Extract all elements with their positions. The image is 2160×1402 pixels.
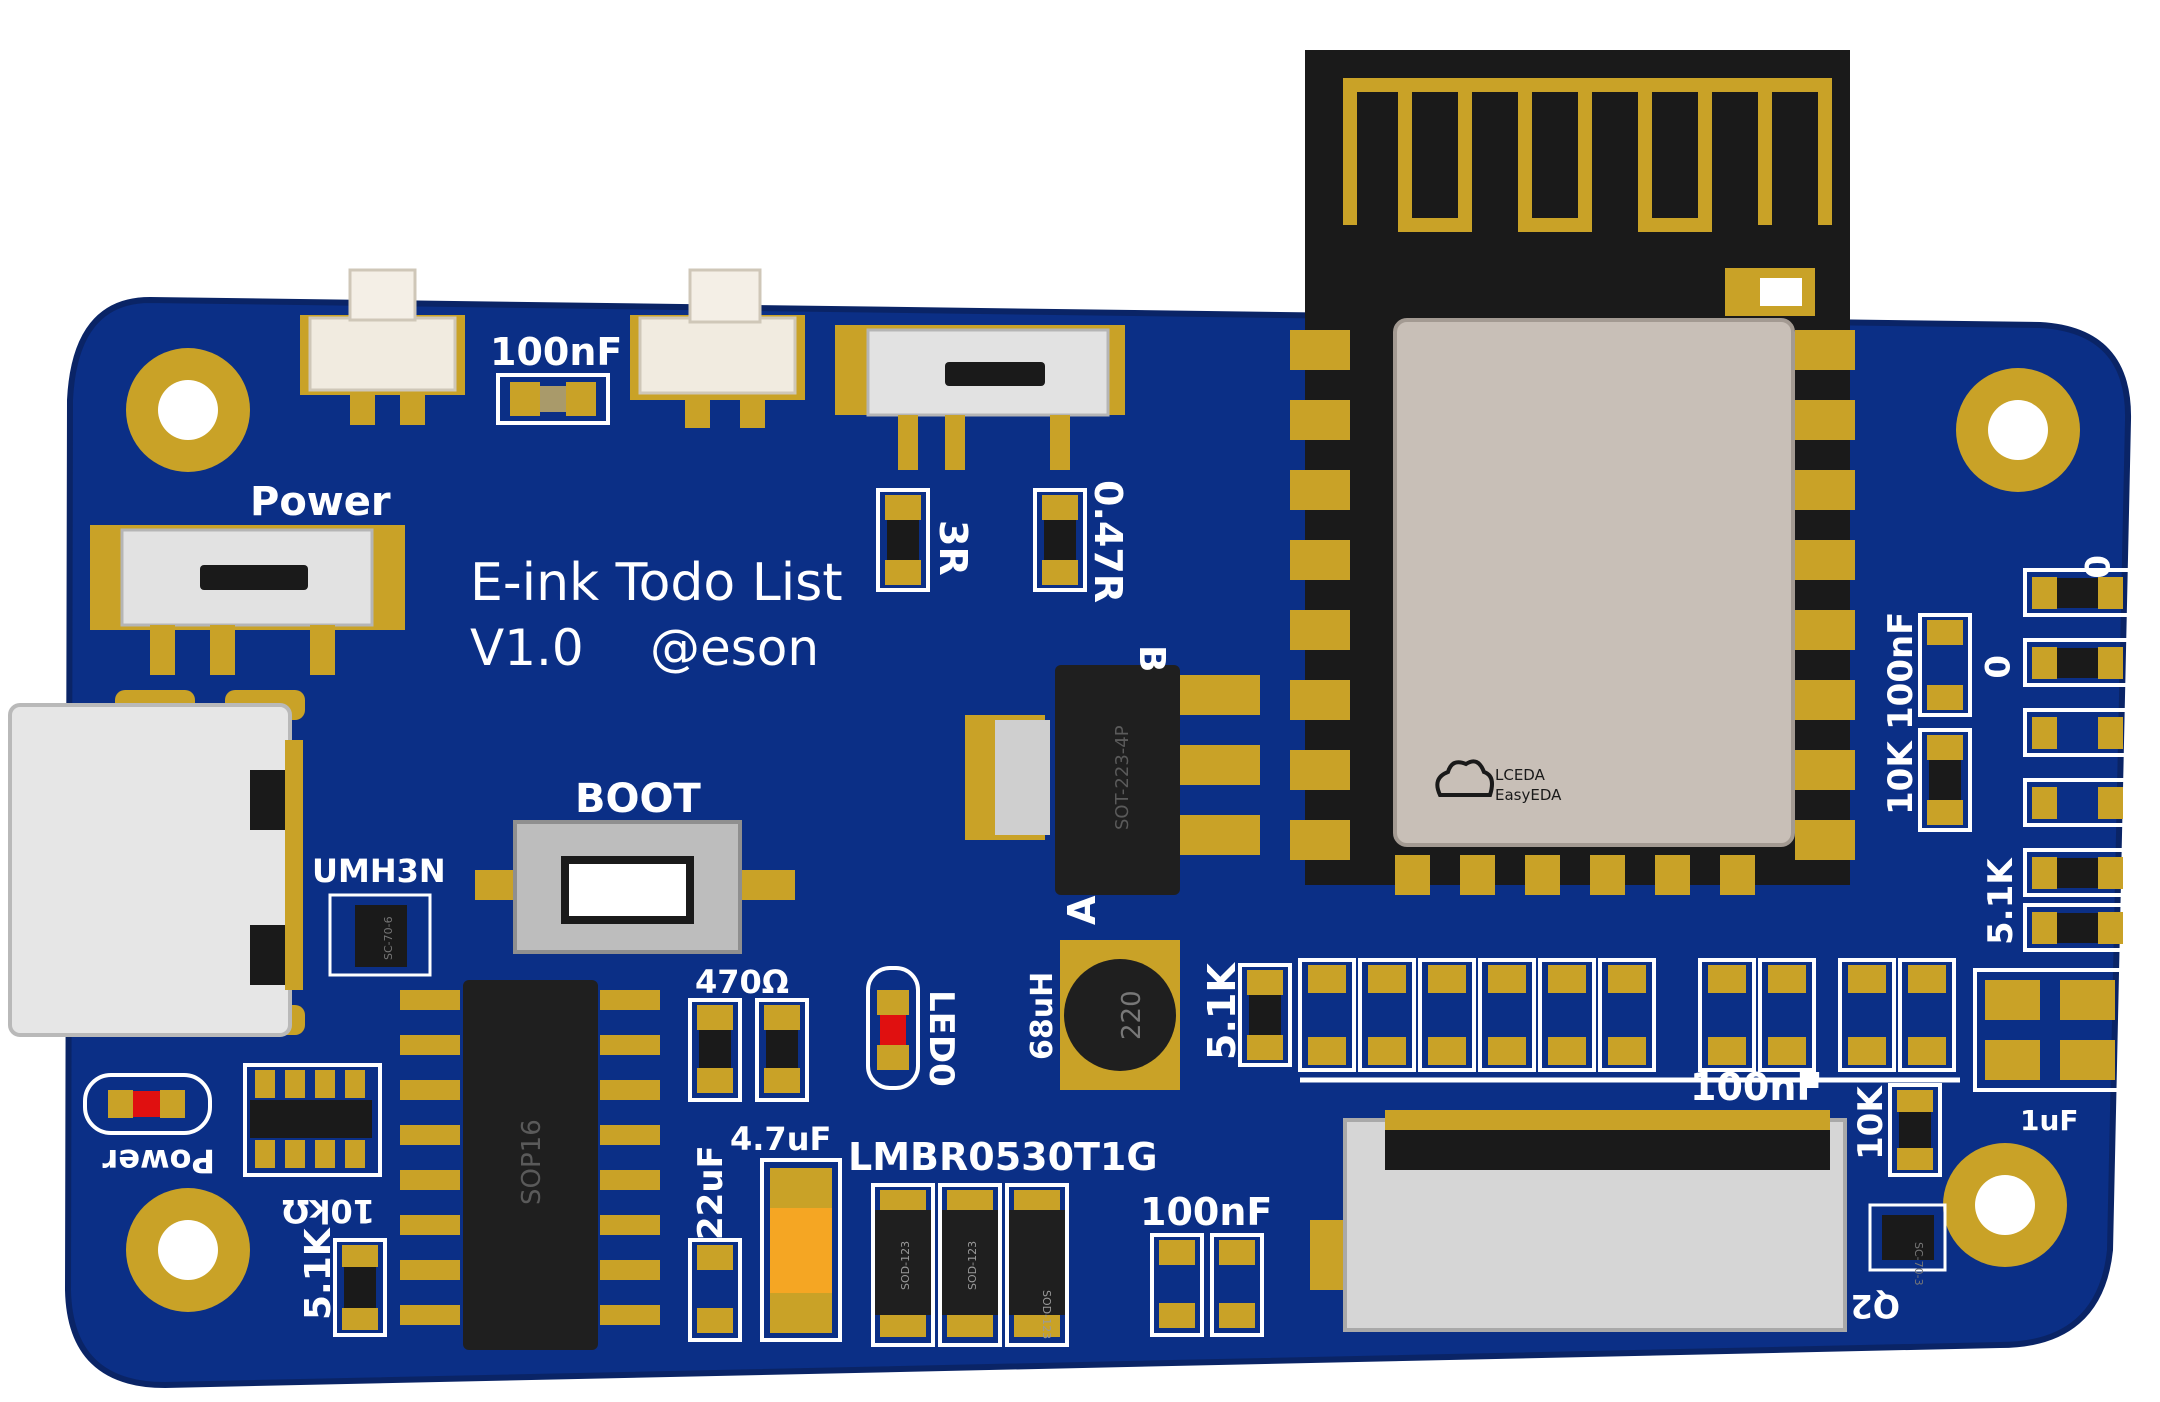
- ic-sop16: [400, 980, 660, 1350]
- mounting-hole-top-left: [126, 348, 250, 472]
- resistor-5k1-left: [333, 1238, 387, 1337]
- res-0-b-label: 0: [1976, 655, 2016, 679]
- module-brand-1: LCEDA: [1495, 766, 1546, 784]
- transistor-q2: [1868, 1203, 1947, 1272]
- res-470-label: 470Ω: [695, 963, 789, 1001]
- resistor-array-10k: [243, 1063, 382, 1177]
- boot-button: [475, 820, 795, 954]
- resistor-10k-right: [1918, 728, 1972, 832]
- umh-label: UMH3N: [312, 852, 446, 890]
- capacitor-1uf: [1973, 968, 2127, 1092]
- tactile-switch-1: [300, 268, 465, 425]
- capacitor-100nf-top: [496, 373, 610, 425]
- led0: [866, 966, 920, 1090]
- cap-100nf-top-label: 100nF: [490, 330, 622, 374]
- module-shield: [1393, 318, 1795, 847]
- res-10k-right-label: 10K: [1881, 740, 1921, 815]
- capacitor-22uf: [688, 1238, 742, 1342]
- cap-100nf-right-label: 100nF: [1881, 612, 1921, 730]
- tactile-switch-2: [630, 268, 805, 428]
- reg-prefix-label: A: [1060, 895, 1104, 925]
- resistor-stack-right: [2023, 708, 2132, 952]
- diode-2: [938, 1183, 1002, 1347]
- resistor-0-47r: [1033, 488, 1087, 592]
- capacitor-47uf: [760, 1158, 842, 1342]
- power-led-label: Power: [102, 1142, 215, 1180]
- wifi-module: LCEDA EasyEDA: [1290, 50, 1855, 895]
- mounting-hole-bottom-left: [126, 1188, 250, 1312]
- res-array-10k-label: 10kΩ: [282, 1192, 375, 1230]
- transistor-umh3n: [328, 893, 432, 977]
- inductor-value: 68uH: [1025, 972, 1060, 1060]
- q2-pkg-label: SC-70-3: [1912, 1242, 1925, 1286]
- mounting-hole-top-right: [1956, 368, 2080, 492]
- resistor-0-a: [2023, 568, 2132, 617]
- res-5k1-left-label: 5.1K: [298, 1227, 339, 1320]
- power-slide-switch: [90, 525, 405, 675]
- sod3-label: SOD-123: [1040, 1290, 1053, 1339]
- res-10k-q2-label: 10K: [1851, 1085, 1891, 1160]
- cloud-logo-icon: [1435, 759, 1494, 797]
- module-brand-2: EasyEDA: [1495, 786, 1562, 804]
- resistor-0-b: [2023, 638, 2132, 687]
- resistor-470: [688, 998, 809, 1102]
- diode-part-label: LMBR0530T1G: [848, 1135, 1158, 1179]
- resistor-10k-q2: [1888, 1083, 1942, 1177]
- capacitor-100nf-right: [1918, 613, 1972, 717]
- board-title: E-ink Todo List: [470, 553, 843, 613]
- slide-switch-top: [835, 325, 1125, 470]
- res-5k1-mid-label: 5.1K: [1200, 962, 1244, 1060]
- cap-22uf-label: 22uF: [691, 1145, 731, 1240]
- capacitor-row-100nf: [1298, 958, 1960, 1083]
- capacitor-100nf-bottom: [1150, 1233, 1264, 1337]
- umh-package: SC-70-6: [382, 916, 395, 960]
- cap-47uf-label: 4.7uF: [730, 1120, 831, 1158]
- diode-1: [871, 1183, 935, 1347]
- board-version: V1.0: [470, 619, 584, 677]
- res-0-a-label: 0: [2076, 555, 2116, 579]
- boot-label: BOOT: [575, 776, 701, 822]
- sot223-label: SOT-223-4P: [1112, 725, 1133, 830]
- sod2-label: SOD-123: [966, 1241, 979, 1290]
- inductor-68uh: [1060, 940, 1180, 1090]
- sop16-label: SOP16: [517, 1119, 547, 1205]
- sod1-label: SOD-123: [899, 1241, 912, 1290]
- power-switch-label: Power: [250, 479, 391, 525]
- cap-100nf-bottom-label: 100nF: [1140, 1190, 1272, 1234]
- power-led: [83, 1073, 212, 1135]
- resistor-3r: [876, 488, 930, 592]
- fpc-connector: [1310, 1110, 1847, 1332]
- led0-label: LED0: [921, 990, 961, 1087]
- res-3r-label: 3R: [931, 520, 975, 576]
- q2-label: Q2: [1851, 1287, 1900, 1325]
- usb-c-connector: [8, 690, 305, 1037]
- mounting-hole-bottom-right: [1943, 1143, 2067, 1267]
- cap-row-label: 100nF: [1690, 1065, 1822, 1109]
- resistor-5k1-mid: [1238, 963, 1292, 1067]
- cap-1uf-label: 1uF: [2020, 1104, 2079, 1137]
- diode-3: [1005, 1183, 1069, 1347]
- regulator-sot223: [965, 665, 1260, 895]
- pcb-antenna-trace: [1343, 78, 1832, 232]
- inductor-marking: 220: [1117, 990, 1147, 1040]
- b-label: B: [1131, 645, 1172, 672]
- res-047r-label: 0.47R: [1086, 480, 1130, 603]
- board-author: @eson: [650, 619, 819, 677]
- res-5k1-right-label: 5.1K: [1981, 857, 2021, 945]
